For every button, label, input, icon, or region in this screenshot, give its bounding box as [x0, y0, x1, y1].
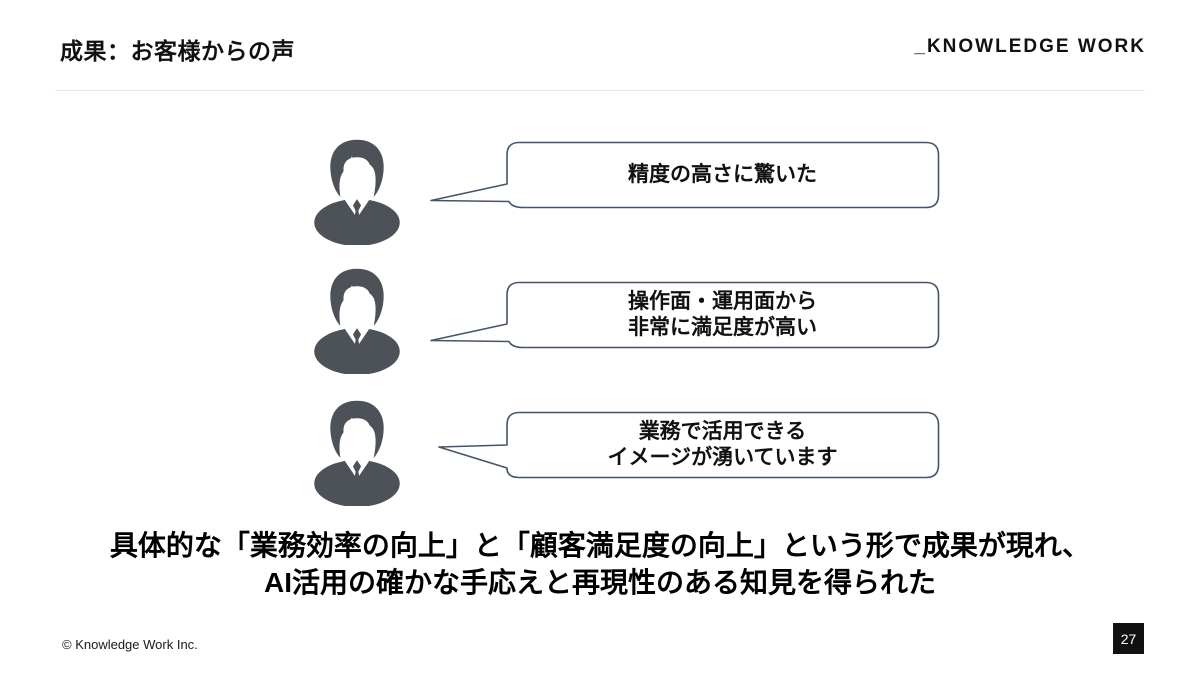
speech-bubble: 精度の高さに驚いた — [428, 141, 940, 209]
summary-line-2: AI活用の確かな手応えと再現性のある知見を得られた — [263, 567, 936, 598]
summary-line-1: 具体的な「業務効率の向上」と「顧客満足度の向上」という形で成果が現れ、 — [109, 530, 1091, 561]
testimonial-quote: 操作面・運用面から 非常に満足度が高い — [628, 290, 817, 339]
person-avatar-icon — [312, 398, 402, 506]
testimonial-quote: 精度の高さに驚いた — [628, 163, 817, 186]
speech-bubble-shape — [430, 141, 940, 209]
page-number-badge: 27 — [1113, 623, 1144, 654]
summary-statement: 具体的な「業務効率の向上」と「顧客満足度の向上」という形で成果が現れ、 AI活用… — [0, 527, 1200, 601]
person-avatar-icon — [312, 137, 402, 245]
speech-bubble: 業務で活用できる イメージが湧いています — [428, 411, 940, 479]
knowledge-work-logo: _KNOWLEDGE WORK — [914, 36, 1146, 57]
speech-bubble: 操作面・運用面から 非常に満足度が高い — [428, 281, 940, 349]
person-avatar-icon — [312, 266, 402, 374]
testimonial-quote: 業務で活用できる イメージが湧いています — [607, 420, 838, 469]
speech-bubble-shape — [430, 281, 940, 349]
page-title: 成果：お客様からの声 — [60, 38, 295, 64]
speech-bubble-shape — [438, 411, 940, 479]
copyright-notice: © Knowledge Work Inc. — [62, 637, 198, 652]
header-divider — [55, 90, 1145, 91]
